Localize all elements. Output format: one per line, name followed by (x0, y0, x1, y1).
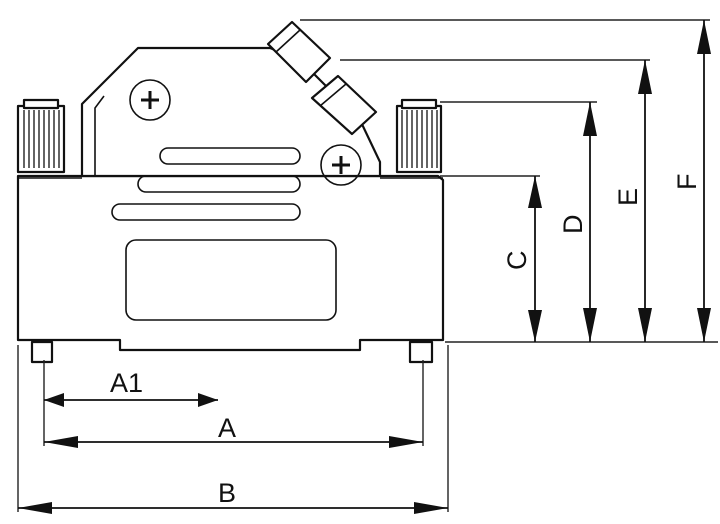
label-e: E (613, 188, 643, 206)
cover-inner-edge (94, 95, 105, 176)
label-b: B (218, 478, 236, 508)
dimension-a (44, 436, 423, 448)
label-a: A (218, 413, 236, 443)
dimension-f (697, 20, 711, 342)
dimension-b (18, 502, 448, 514)
slot-2 (137, 175, 301, 193)
extension-lines (17, 19, 718, 512)
label-f: F (672, 174, 702, 191)
slot-1 (159, 147, 301, 165)
label-a1: A1 (110, 368, 143, 398)
slot-3 (111, 203, 301, 221)
label-d: D (558, 215, 588, 235)
thumb-screw-icon (16, 98, 66, 174)
thumb-screw-icon (395, 98, 443, 174)
dimension-a1 (44, 393, 218, 407)
screw-head-icon (129, 79, 171, 121)
dimension-c (528, 176, 542, 342)
connector-hood (16, 20, 445, 364)
label-c: C (502, 251, 532, 271)
hood-body (16, 174, 445, 352)
left-pin (30, 340, 54, 364)
dimension-e (638, 60, 652, 342)
latch-icon (266, 20, 378, 136)
screw-head-icon (320, 144, 362, 186)
label-window (125, 239, 337, 321)
dimension-d (583, 102, 597, 342)
right-pin (408, 340, 434, 364)
